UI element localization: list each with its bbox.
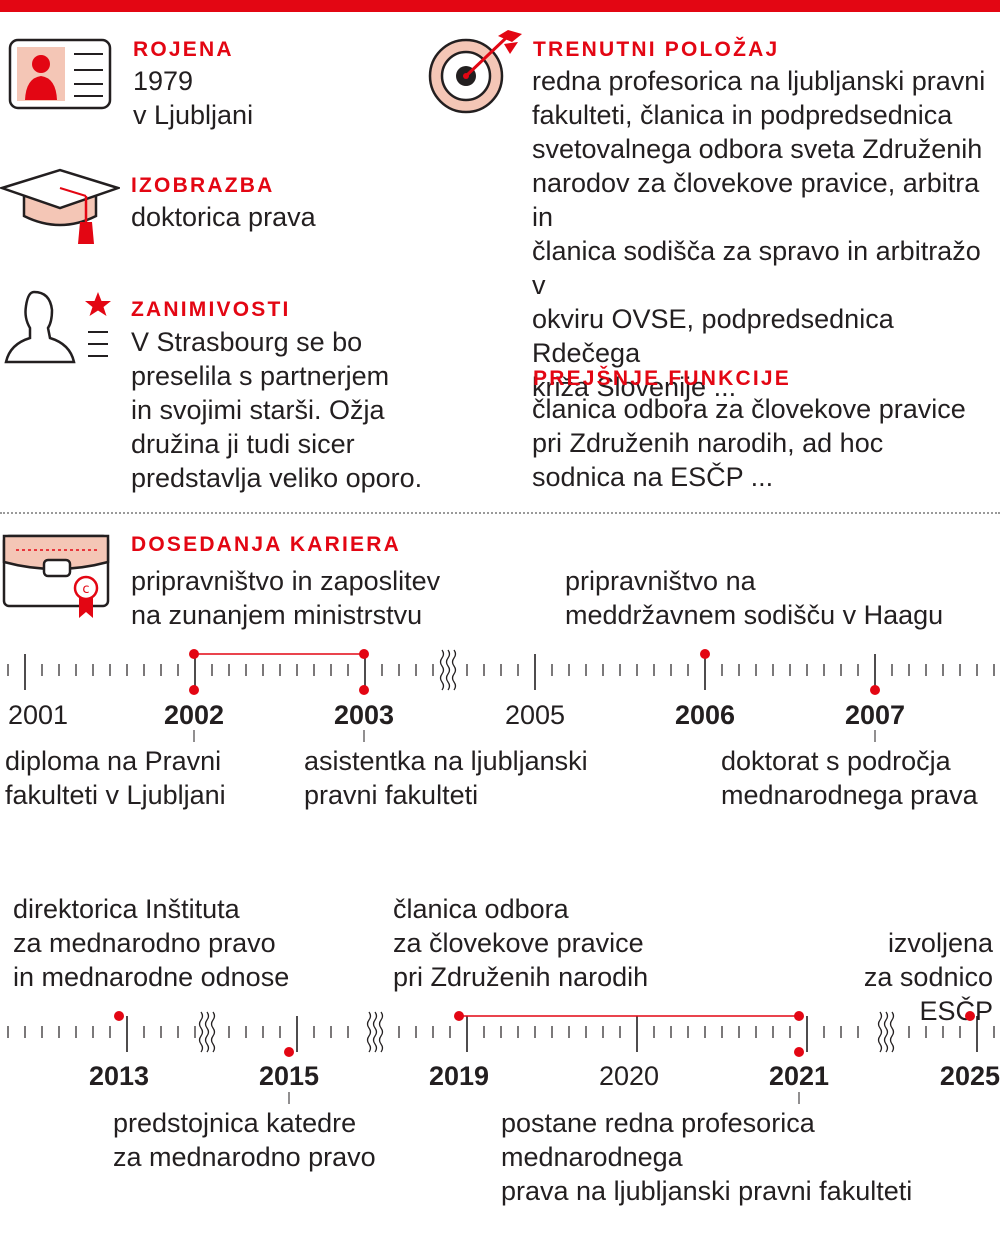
year-2015: 2015 xyxy=(258,1061,320,1091)
marker-2015-below xyxy=(284,1047,294,1057)
timeline-1-break-1 xyxy=(439,649,457,691)
marker-2003-above xyxy=(359,649,369,659)
year-2006: 2006 xyxy=(674,700,736,730)
marker-2003-below xyxy=(359,685,369,695)
education-label: IZOBRAZBA xyxy=(131,174,275,197)
previous-functions-label: PREJŠNJE FUNKCIJE xyxy=(533,367,791,390)
timeline-2-break-3 xyxy=(877,1011,895,1053)
event-icj-internship: pripravništvo na meddržavnem sodišču v H… xyxy=(565,566,944,630)
marker-2002-above xyxy=(189,649,199,659)
timeline-1-connectors xyxy=(193,730,876,742)
briefcase-icon: c xyxy=(2,534,110,618)
current-position-label: TRENUTNI POLOŽAJ xyxy=(533,38,780,61)
previous-functions-text: članica odbora za človekove pravice pri … xyxy=(532,394,966,492)
current-position-text: redna profesorica na ljubljanski pravni … xyxy=(532,66,986,402)
event-ministry-internship: pripravništvo in zaposlitev na zunanjem … xyxy=(131,566,441,630)
career-label: DOSEDANJA KARIERA xyxy=(131,533,401,556)
id-card-icon xyxy=(8,38,112,110)
event-full-professor: postane redna profesorica mednarodnega p… xyxy=(501,1108,913,1206)
timeline-1 xyxy=(7,649,995,695)
event-department-head: predstojnica katedre za mednarodno pravo xyxy=(113,1108,376,1172)
timeline-2-break-2 xyxy=(366,1011,384,1053)
year-2005: 2005 xyxy=(504,700,566,730)
event-un-committee: članica odbora za človekove pravice pri … xyxy=(393,894,649,992)
marker-2006-above xyxy=(700,649,710,659)
year-2003: 2003 xyxy=(333,700,395,730)
marker-2002-below xyxy=(189,685,199,695)
born-text: 1979 v Ljubljani xyxy=(133,66,254,130)
marker-2007-below xyxy=(870,685,880,695)
event-echr-judge: izvoljena za sodnico ESČP xyxy=(863,928,993,1026)
target-icon xyxy=(428,30,522,114)
year-2007: 2007 xyxy=(844,700,906,730)
timeline-1-ticks xyxy=(7,654,995,690)
interests-label: ZANIMIVOSTI xyxy=(131,298,291,321)
timeline-2-break-1 xyxy=(198,1011,216,1053)
event-assistant: asistentka na ljubljanski pravni fakulte… xyxy=(304,746,588,810)
person-star-icon xyxy=(4,290,111,364)
marker-2021-below xyxy=(794,1047,804,1057)
born-label: ROJENA xyxy=(133,38,234,61)
event-doctorate: doktorat s področja mednarodnega prava xyxy=(721,746,978,810)
year-2002: 2002 xyxy=(163,700,225,730)
marker-2013-above xyxy=(114,1011,124,1021)
graduation-cap-icon xyxy=(0,168,120,244)
year-2021: 2021 xyxy=(768,1061,830,1091)
svg-text:c: c xyxy=(82,582,89,597)
section-divider xyxy=(0,512,1000,514)
event-diploma: diploma na Pravni fakulteti v Ljubljani xyxy=(5,746,226,810)
timeline-2 xyxy=(7,1011,995,1057)
interests-text: V Strasbourg se bo preselila s partnerje… xyxy=(131,327,423,493)
timeline-2-ticks xyxy=(7,1016,995,1052)
year-2019: 2019 xyxy=(428,1061,490,1091)
marker-2025-above xyxy=(965,1011,975,1021)
marker-2021-above xyxy=(794,1011,804,1021)
year-2020: 2020 xyxy=(598,1061,660,1091)
year-2001: 2001 xyxy=(7,700,69,730)
top-accent-bar xyxy=(0,0,1000,12)
year-2025: 2025 xyxy=(939,1061,1000,1091)
year-2013: 2013 xyxy=(88,1061,150,1091)
marker-2019-above xyxy=(454,1011,464,1021)
timeline-2-connectors xyxy=(288,1092,800,1104)
event-institute-director: direktorica Inštituta za mednarodno prav… xyxy=(13,894,290,992)
education-text: doktorica prava xyxy=(131,202,316,232)
